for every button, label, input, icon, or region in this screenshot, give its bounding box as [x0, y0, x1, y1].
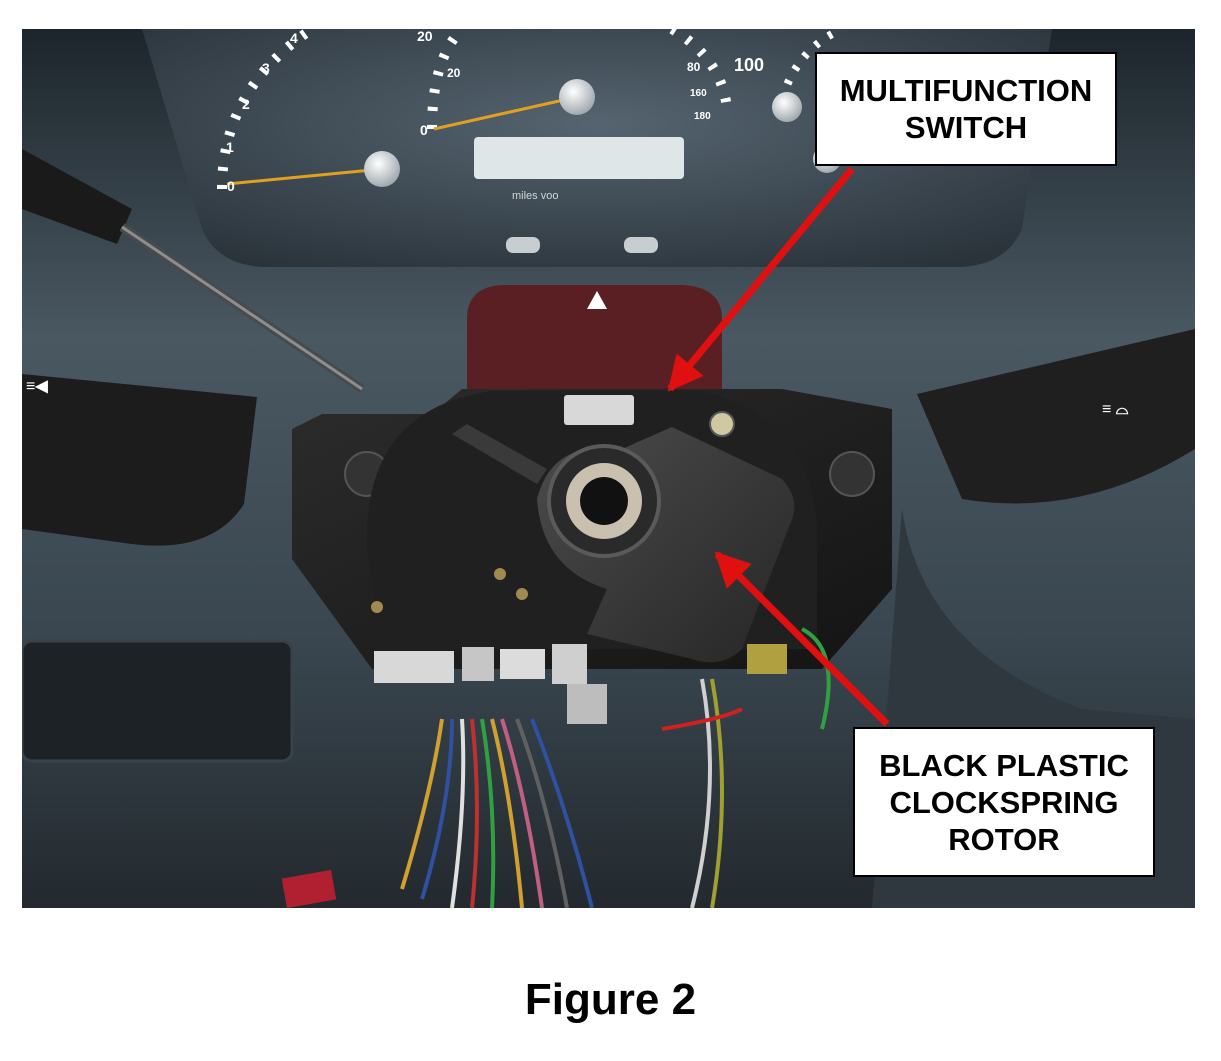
turn-signal-stalk: ≡◀ — [22, 374, 257, 546]
stalk-symbol-right: ≡ ⌓ — [1102, 401, 1129, 418]
speedo-label-20-inner: 20 — [447, 66, 461, 80]
multifunction-switch-callout: MULTIFUNCTION SWITCH — [815, 52, 1117, 166]
hazard-button — [467, 285, 722, 399]
lower-dash-pocket — [22, 639, 294, 763]
odometer-units-label: miles voo — [512, 190, 558, 202]
callout-line: BLACK PLASTIC — [879, 747, 1129, 783]
callout-line: CLOCKSPRING — [889, 784, 1119, 820]
figure-caption: Figure 2 — [524, 975, 697, 1024]
speedo-label-20: 20 — [417, 29, 433, 44]
callout-line: MULTIFUNCTION — [839, 73, 1093, 108]
odometer-display — [474, 137, 684, 179]
clockspring-rotor-callout: BLACK PLASTIC CLOCKSPRING ROTOR — [853, 727, 1155, 877]
multifunction-switch-arrow — [667, 166, 855, 392]
wiring-harness — [400, 627, 831, 908]
tach-label-2: 2 — [242, 96, 250, 112]
tachometer: 0 1 2 3 4 — [217, 29, 400, 194]
electrical-connectors — [374, 644, 787, 724]
cluster-button-left — [506, 237, 540, 253]
red-connector — [281, 869, 337, 908]
speedo-label-180: 180 — [694, 111, 711, 122]
clockspring-rotor-arrow — [714, 551, 890, 727]
callout-line: SWITCH — [904, 110, 1028, 145]
tach-label-1: 1 — [226, 139, 234, 155]
speedo-label-80: 80 — [687, 60, 701, 74]
callout-line: ROTOR — [948, 821, 1060, 857]
cluster-button-right — [624, 237, 658, 253]
stalk-symbol-left: ≡◀ — [26, 378, 48, 395]
speedometer: 0 20 20 80 100 160 180 — [417, 29, 764, 138]
screwdriver — [22, 149, 365, 393]
speedo-label-160: 160 — [690, 88, 707, 99]
steering-column-photo: 0 1 2 3 4 0 20 20 80 100 160 180 miles v… — [22, 29, 1195, 908]
wiper-stalk: ≡ ⌓ — [917, 329, 1195, 504]
speedo-label-0: 0 — [420, 122, 428, 138]
tach-label-3: 3 — [262, 60, 270, 76]
speedo-label-100: 100 — [734, 55, 764, 75]
tach-label-0: 0 — [227, 178, 235, 194]
tach-label-4: 4 — [290, 30, 298, 46]
